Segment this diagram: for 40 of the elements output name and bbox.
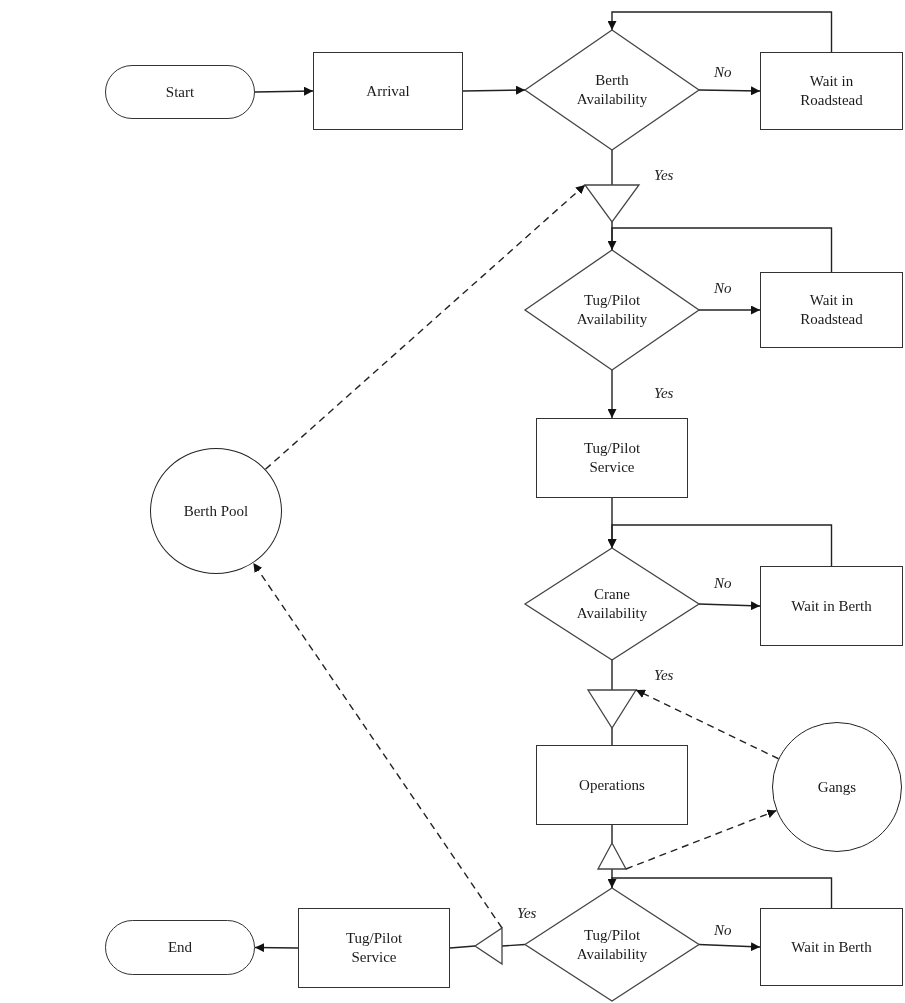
process-box: Wait in Berth [760, 566, 903, 646]
arrow [254, 943, 299, 953]
merge-triangle [598, 843, 626, 869]
dashed-arrow [635, 689, 780, 760]
arrow [698, 942, 761, 952]
arrow [698, 86, 761, 96]
terminal-box: End [105, 920, 255, 975]
arrow [607, 227, 833, 273]
connector-line [449, 945, 476, 949]
dashed-arrow [625, 809, 778, 870]
arrow [254, 86, 314, 96]
arrow [698, 601, 761, 611]
decision-diamond: Berth Availability [525, 30, 699, 150]
decision-diamond: Tug/Pilot Availability [525, 250, 699, 370]
arrow [607, 11, 833, 53]
dashed-arrow [252, 562, 503, 929]
arrow [607, 369, 617, 419]
process-box: Wait in Berth [760, 908, 903, 986]
connector-line [611, 824, 613, 844]
arrow [607, 877, 833, 909]
arrow [462, 85, 526, 95]
merge-triangle [585, 185, 639, 222]
merge-triangle [475, 928, 502, 964]
arrow [607, 524, 833, 567]
process-box: Tug/Pilot Service [298, 908, 450, 988]
connector-line [611, 727, 613, 746]
terminal-box: Start [105, 65, 255, 119]
process-box: Arrival [313, 52, 463, 130]
connector-line [611, 149, 613, 186]
process-box: Wait in Roadstead [760, 272, 903, 348]
process-box: Wait in Roadstead [760, 52, 903, 130]
process-box: Tug/Pilot Service [536, 418, 688, 498]
connector-line [611, 659, 613, 691]
merge-triangle [588, 690, 636, 728]
dashed-arrow [264, 184, 586, 470]
resource-circle: Berth Pool [150, 448, 282, 574]
process-box: Operations [536, 745, 688, 825]
arrow [698, 305, 761, 315]
decision-diamond: Crane Availability [525, 548, 699, 660]
resource-circle: Gangs [772, 722, 902, 852]
